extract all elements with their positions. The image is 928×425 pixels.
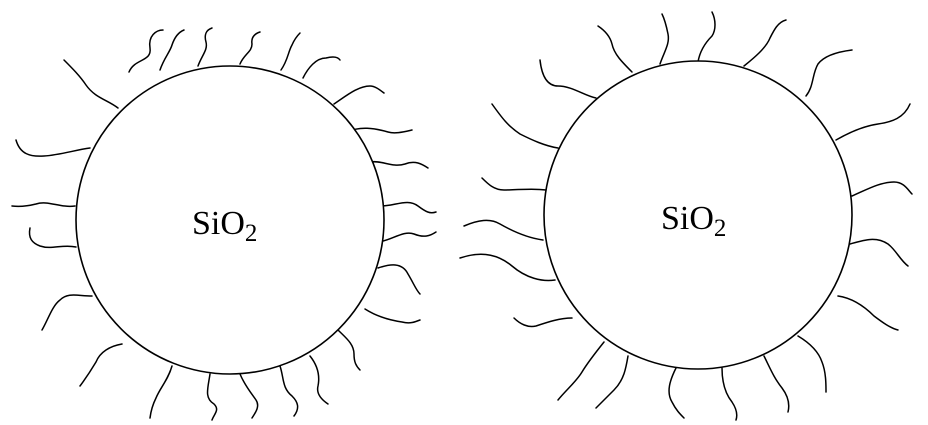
polymer-chain	[660, 14, 668, 64]
polymer-chain	[836, 104, 910, 140]
polymer-chain	[596, 356, 628, 408]
polymer-chain	[379, 232, 436, 242]
polymer-chain	[806, 50, 852, 96]
polymer-chain	[852, 182, 912, 196]
polymer-chain	[310, 356, 328, 404]
polymer-chain	[698, 12, 715, 62]
polymer-chain	[198, 28, 212, 66]
polymer-chain	[850, 239, 908, 266]
polymer-chain	[378, 265, 420, 294]
polymer-chain	[334, 86, 384, 104]
polymer-chain	[722, 368, 737, 420]
polymer-chain	[280, 366, 298, 416]
formula-main: SiO	[192, 205, 245, 242]
polymer-chain	[460, 254, 555, 280]
polymer-chain	[338, 330, 360, 370]
polymer-chain	[558, 342, 604, 400]
polymer-chain	[464, 220, 543, 240]
polymer-chain	[744, 20, 786, 66]
polymer-chain	[42, 295, 92, 330]
polymer-chain	[160, 30, 184, 70]
polymer-chain	[281, 33, 300, 70]
polymer-chain	[240, 32, 260, 64]
polymer-chain	[598, 26, 632, 72]
polymer-chain	[798, 336, 826, 392]
polymer-chain	[482, 178, 546, 190]
formula-subscript: 2	[714, 215, 727, 242]
polymer-chain	[540, 60, 596, 98]
polymer-chain	[16, 140, 90, 156]
formula-subscript: 2	[245, 220, 258, 247]
polymer-chain	[514, 318, 572, 327]
polymer-chain	[370, 162, 428, 168]
polymer-chain	[150, 366, 172, 418]
polymer-chain	[381, 202, 436, 212]
particle-right: SiO2	[460, 12, 912, 420]
polymer-chain	[29, 228, 76, 247]
polymer-chain	[669, 368, 684, 418]
polymer-chain	[492, 104, 558, 148]
polymer-chain	[129, 30, 163, 72]
polymer-chain	[764, 356, 789, 412]
polymer-chain	[80, 344, 122, 386]
formula-main: SiO	[661, 200, 714, 237]
polymer-chain	[12, 203, 75, 207]
particle-left: SiO2	[12, 28, 436, 420]
polymer-chain	[240, 374, 258, 418]
polymer-chain	[64, 60, 118, 108]
polymer-chain	[838, 296, 898, 330]
polymer-chain	[208, 374, 217, 420]
polymer-chain	[303, 57, 340, 78]
polymer-chain	[365, 309, 420, 323]
